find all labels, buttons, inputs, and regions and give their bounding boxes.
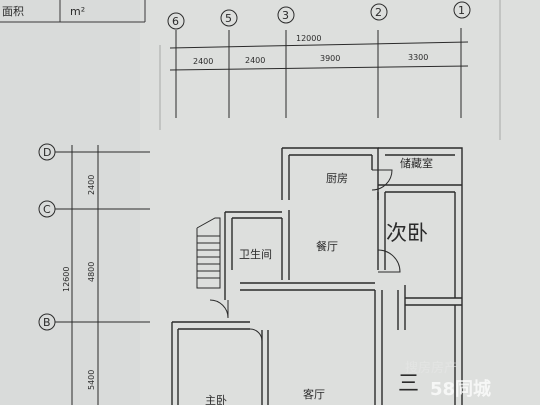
room-label-dining: 餐厅 bbox=[316, 239, 338, 253]
top-axis-lines bbox=[169, 28, 469, 118]
axis-bubble-c: C bbox=[43, 203, 51, 216]
span-dimension-left-2: 4800 bbox=[87, 262, 96, 282]
area-unit: m² bbox=[70, 5, 85, 18]
room-label-storage: 储藏室 bbox=[400, 156, 433, 170]
area-label: 面积 bbox=[2, 5, 24, 18]
span-dimension-left-1: 2400 bbox=[87, 175, 96, 195]
room-label-bathroom: 卫生间 bbox=[239, 247, 272, 261]
room-label-living-room: 客厅 bbox=[303, 387, 325, 401]
axis-bubble-5: 5 bbox=[225, 12, 232, 25]
room-label-master-bedroom: 主卧 bbox=[205, 394, 227, 405]
room-label-second-bedroom: 次卧 bbox=[386, 221, 428, 245]
door-swings bbox=[209, 169, 401, 342]
span-dimension-top-2: 2400 bbox=[245, 56, 265, 65]
span-dimension-top-3: 3900 bbox=[320, 54, 340, 63]
left-axis-lines bbox=[55, 145, 150, 405]
span-dimension-top-1: 2400 bbox=[193, 57, 213, 66]
watermark-brand: 58同城 bbox=[430, 378, 491, 400]
span-dimension-top-4: 3300 bbox=[408, 53, 428, 62]
top-axis-bubbles bbox=[167, 1, 471, 30]
total-dimension-top: 12000 bbox=[296, 34, 321, 43]
watermark-top: 搜房房产 bbox=[405, 360, 457, 376]
span-dimension-left-3: 5400 bbox=[87, 370, 96, 390]
staircase bbox=[196, 217, 221, 289]
total-dimension-left: 12600 bbox=[62, 267, 71, 292]
walls bbox=[171, 147, 463, 405]
axis-bubble-2: 2 bbox=[375, 6, 382, 19]
axis-bubble-b: B bbox=[43, 316, 51, 329]
header-table bbox=[0, 0, 146, 23]
room-label-kitchen: 厨房 bbox=[326, 172, 348, 185]
axis-bubble-d: D bbox=[43, 146, 51, 159]
room-label-partial: 三 bbox=[398, 371, 419, 395]
axis-bubble-6: 6 bbox=[172, 15, 179, 28]
axis-bubble-3: 3 bbox=[282, 9, 289, 22]
axis-bubble-1: 1 bbox=[458, 4, 465, 17]
